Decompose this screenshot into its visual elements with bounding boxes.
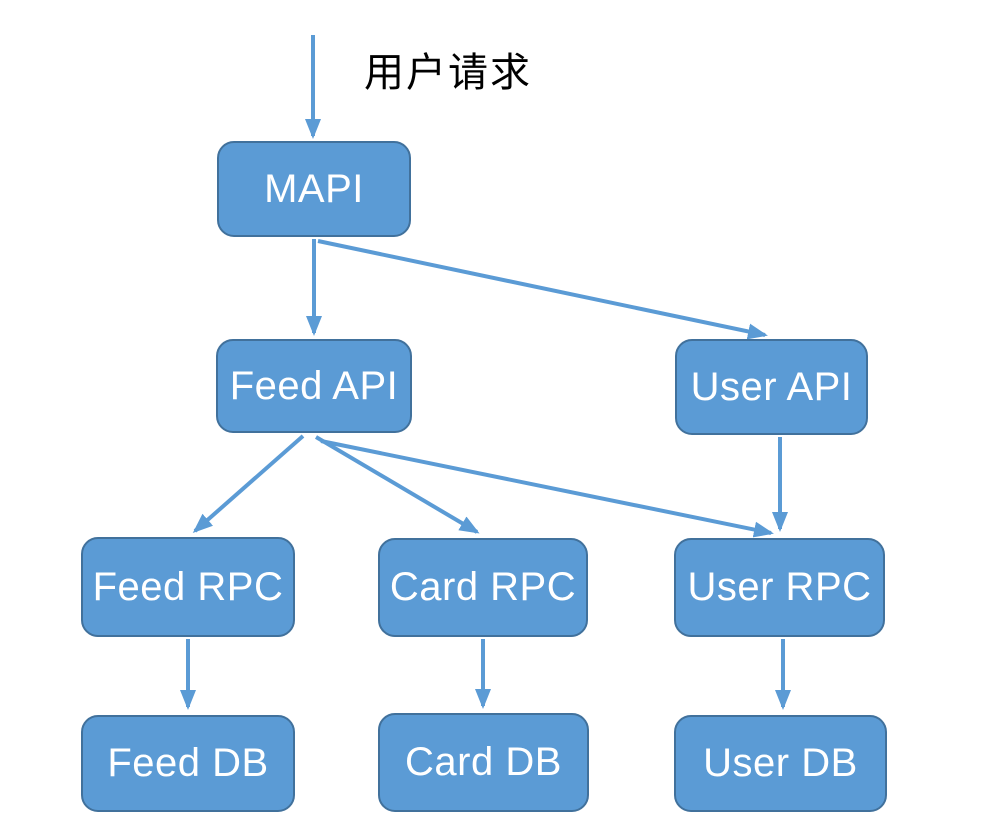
node-card-db: Card DB <box>378 713 589 812</box>
edge-feed-api-to-user-rpc <box>320 439 774 538</box>
node-feed-rpc-label: Feed RPC <box>92 564 284 609</box>
user-request-annotation: 用户请求 <box>364 51 532 95</box>
node-user-api-label: User API <box>690 364 853 409</box>
node-user-api: User API <box>675 339 868 435</box>
node-feed-rpc: Feed RPC <box>81 537 295 637</box>
node-card-rpc-label: Card RPC <box>389 565 577 609</box>
node-mapi-label: MAPI <box>264 166 364 211</box>
node-feed-api: Feed API <box>216 339 412 433</box>
node-user-rpc: User RPC <box>674 538 885 637</box>
node-feed-db-label: Feed DB <box>107 741 269 785</box>
node-user-rpc-label: User RPC <box>687 565 872 609</box>
edge-feed-api-to-feed-rpc <box>192 434 305 533</box>
edge-feed-api-to-card-rpc <box>314 435 480 534</box>
node-feed-api-label: Feed API <box>229 363 399 408</box>
node-card-rpc: Card RPC <box>378 538 588 637</box>
node-user-db: User DB <box>674 715 887 812</box>
node-card-db-label: Card DB <box>405 740 562 784</box>
node-user-db-label: User DB <box>703 741 858 785</box>
edge-mapi-to-user-api <box>317 239 768 340</box>
node-feed-db: Feed DB <box>81 715 295 812</box>
node-mapi: MAPI <box>217 141 411 237</box>
